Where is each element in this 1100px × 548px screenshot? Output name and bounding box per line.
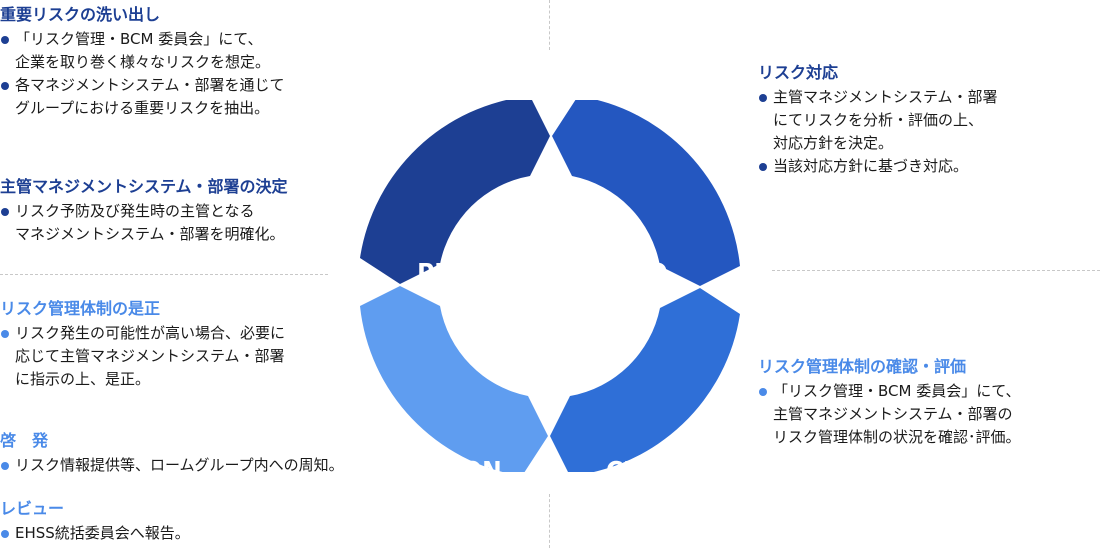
bullet-list: 主管マネジメントシステム・部署にてリスクを分析・評価の上、対応方針を決定。 当該… bbox=[758, 86, 998, 178]
list-item: 主管マネジメントシステム・部署にてリスクを分析・評価の上、対応方針を決定。 bbox=[758, 86, 998, 155]
plan-label: PLAN bbox=[417, 259, 487, 289]
list-item: 各マネジメントシステム・部署を通じてグループにおける重要リスクを抽出。 bbox=[0, 74, 285, 120]
bullet-icon bbox=[1, 330, 9, 338]
bullet-icon bbox=[759, 94, 767, 102]
section-divider bbox=[772, 270, 1100, 271]
bullet-list: リスク予防及び発生時の主管となるマネジメントシステム・部署を明確化。 bbox=[0, 200, 288, 246]
bullet-list: リスク発生の可能性が高い場合、必要に応じて主管マネジメントシステム・部署に指示の… bbox=[0, 322, 285, 391]
bullet-icon bbox=[1, 82, 9, 90]
do-section-risk-response: リスク対応 主管マネジメントシステム・部署にてリスクを分析・評価の上、対応方針を… bbox=[758, 62, 998, 178]
plan-segment bbox=[360, 100, 550, 284]
list-item: EHSS統括委員会へ報告。 bbox=[0, 522, 190, 545]
bullet-list: 「リスク管理・BCM 委員会」にて、企業を取り巻く様々なリスクを想定。 各マネジ… bbox=[0, 28, 285, 120]
bullet-list: EHSS統括委員会へ報告。 bbox=[0, 522, 190, 545]
list-item: リスク情報提供等、ロームグループ内への周知。 bbox=[0, 454, 344, 477]
list-item: 「リスク管理・BCM 委員会」にて、主管マネジメントシステム・部署のリスク管理体… bbox=[758, 380, 1021, 449]
section-heading: リスク管理体制の確認・評価 bbox=[758, 357, 967, 376]
check-section-confirmation: リスク管理体制の確認・評価 「リスク管理・BCM 委員会」にて、主管マネジメント… bbox=[758, 356, 1021, 449]
do-segment bbox=[552, 100, 740, 286]
action-segment bbox=[360, 286, 548, 472]
action-section-correction: リスク管理体制の是正 リスク発生の可能性が高い場合、必要に応じて主管マネジメント… bbox=[0, 298, 285, 391]
plan-section-owner-decision: 主管マネジメントシステム・部署の決定 リスク予防及び発生時の主管となるマネジメン… bbox=[0, 176, 288, 246]
section-heading: 主管マネジメントシステム・部署の決定 bbox=[0, 177, 288, 196]
action-section-awareness: 啓 発 リスク情報提供等、ロームグループ内への周知。 bbox=[0, 430, 344, 477]
action-section-review: レビュー EHSS統括委員会へ報告。 bbox=[0, 498, 190, 545]
section-heading: リスク管理体制の是正 bbox=[0, 299, 161, 318]
list-item: リスク発生の可能性が高い場合、必要に応じて主管マネジメントシステム・部署に指示の… bbox=[0, 322, 285, 391]
check-label: CHECK bbox=[606, 457, 695, 472]
section-heading: 重要リスクの洗い出し bbox=[0, 5, 161, 24]
bullet-icon bbox=[1, 530, 9, 538]
section-heading: リスク対応 bbox=[758, 63, 839, 82]
section-heading: 啓 発 bbox=[0, 431, 49, 450]
bullet-list: リスク情報提供等、ロームグループ内への周知。 bbox=[0, 454, 344, 477]
bullet-icon bbox=[1, 36, 9, 44]
plan-section-risk-identification: 重要リスクの洗い出し 「リスク管理・BCM 委員会」にて、企業を取り巻く様々なリ… bbox=[0, 4, 285, 120]
bullet-list: 「リスク管理・BCM 委員会」にて、主管マネジメントシステム・部署のリスク管理体… bbox=[758, 380, 1021, 449]
bullet-icon bbox=[1, 462, 9, 470]
list-item: 当該対応方針に基づき対応。 bbox=[758, 155, 998, 178]
do-label: DO bbox=[628, 259, 667, 289]
section-heading: レビュー bbox=[0, 499, 65, 518]
pdca-cycle-diagram: PLAN DO ACTION CHECK bbox=[360, 100, 740, 472]
list-item: リスク予防及び発生時の主管となるマネジメントシステム・部署を明確化。 bbox=[0, 200, 288, 246]
vertical-divider-bottom bbox=[549, 494, 550, 548]
check-segment bbox=[550, 288, 740, 472]
bullet-icon bbox=[759, 163, 767, 171]
bullet-icon bbox=[759, 388, 767, 396]
vertical-divider-top bbox=[549, 0, 550, 50]
action-label: ACTION bbox=[402, 457, 501, 472]
bullet-icon bbox=[1, 208, 9, 216]
section-divider bbox=[0, 274, 328, 275]
list-item: 「リスク管理・BCM 委員会」にて、企業を取り巻く様々なリスクを想定。 bbox=[0, 28, 285, 74]
